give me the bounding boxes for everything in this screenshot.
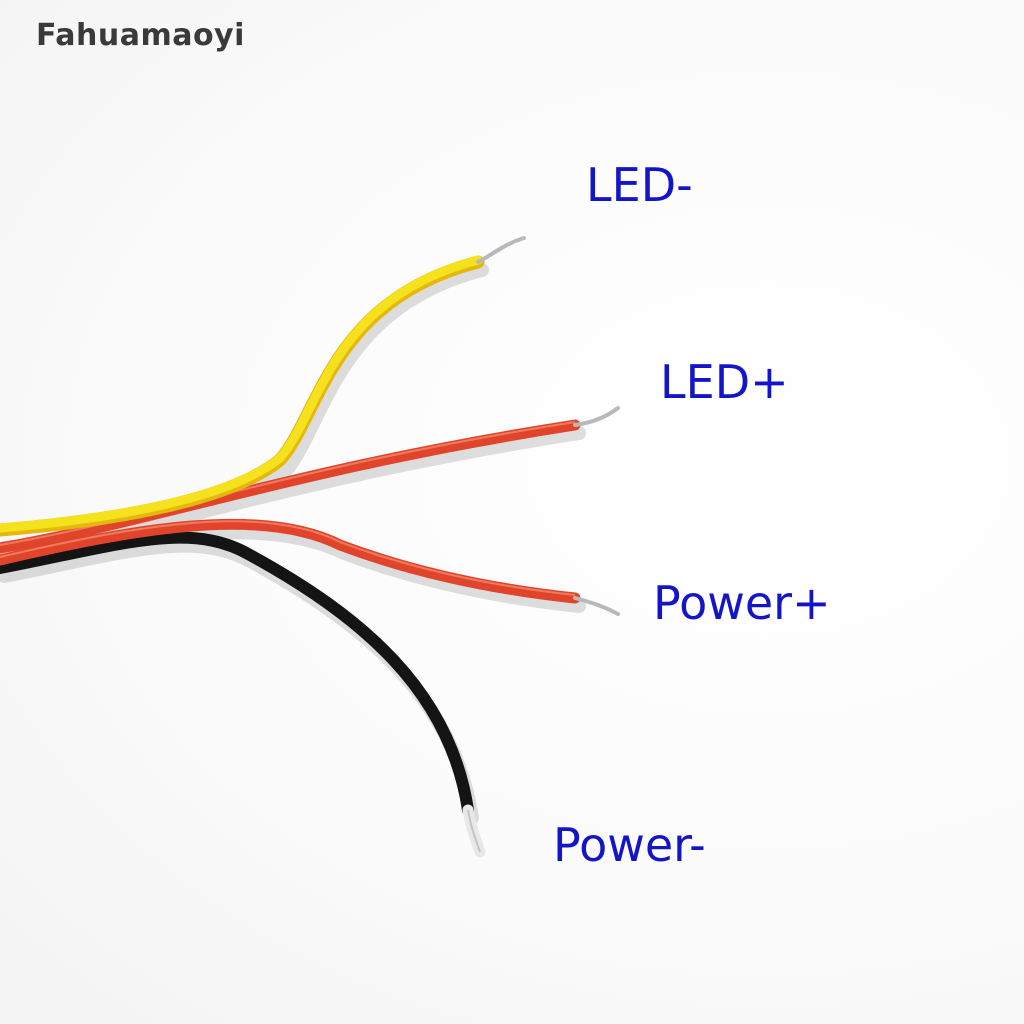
brand-watermark: Fahuamaoyi: [36, 18, 245, 53]
yellow-wire: [0, 236, 526, 537]
label-led-plus: LED+: [660, 355, 789, 409]
label-power-minus: Power-: [553, 818, 706, 872]
red-wire-led: [0, 406, 620, 554]
label-led-minus: LED-: [586, 158, 693, 212]
black-wire: [0, 531, 486, 858]
label-power-plus: Power+: [653, 576, 831, 630]
red-wire-power: [0, 518, 620, 616]
